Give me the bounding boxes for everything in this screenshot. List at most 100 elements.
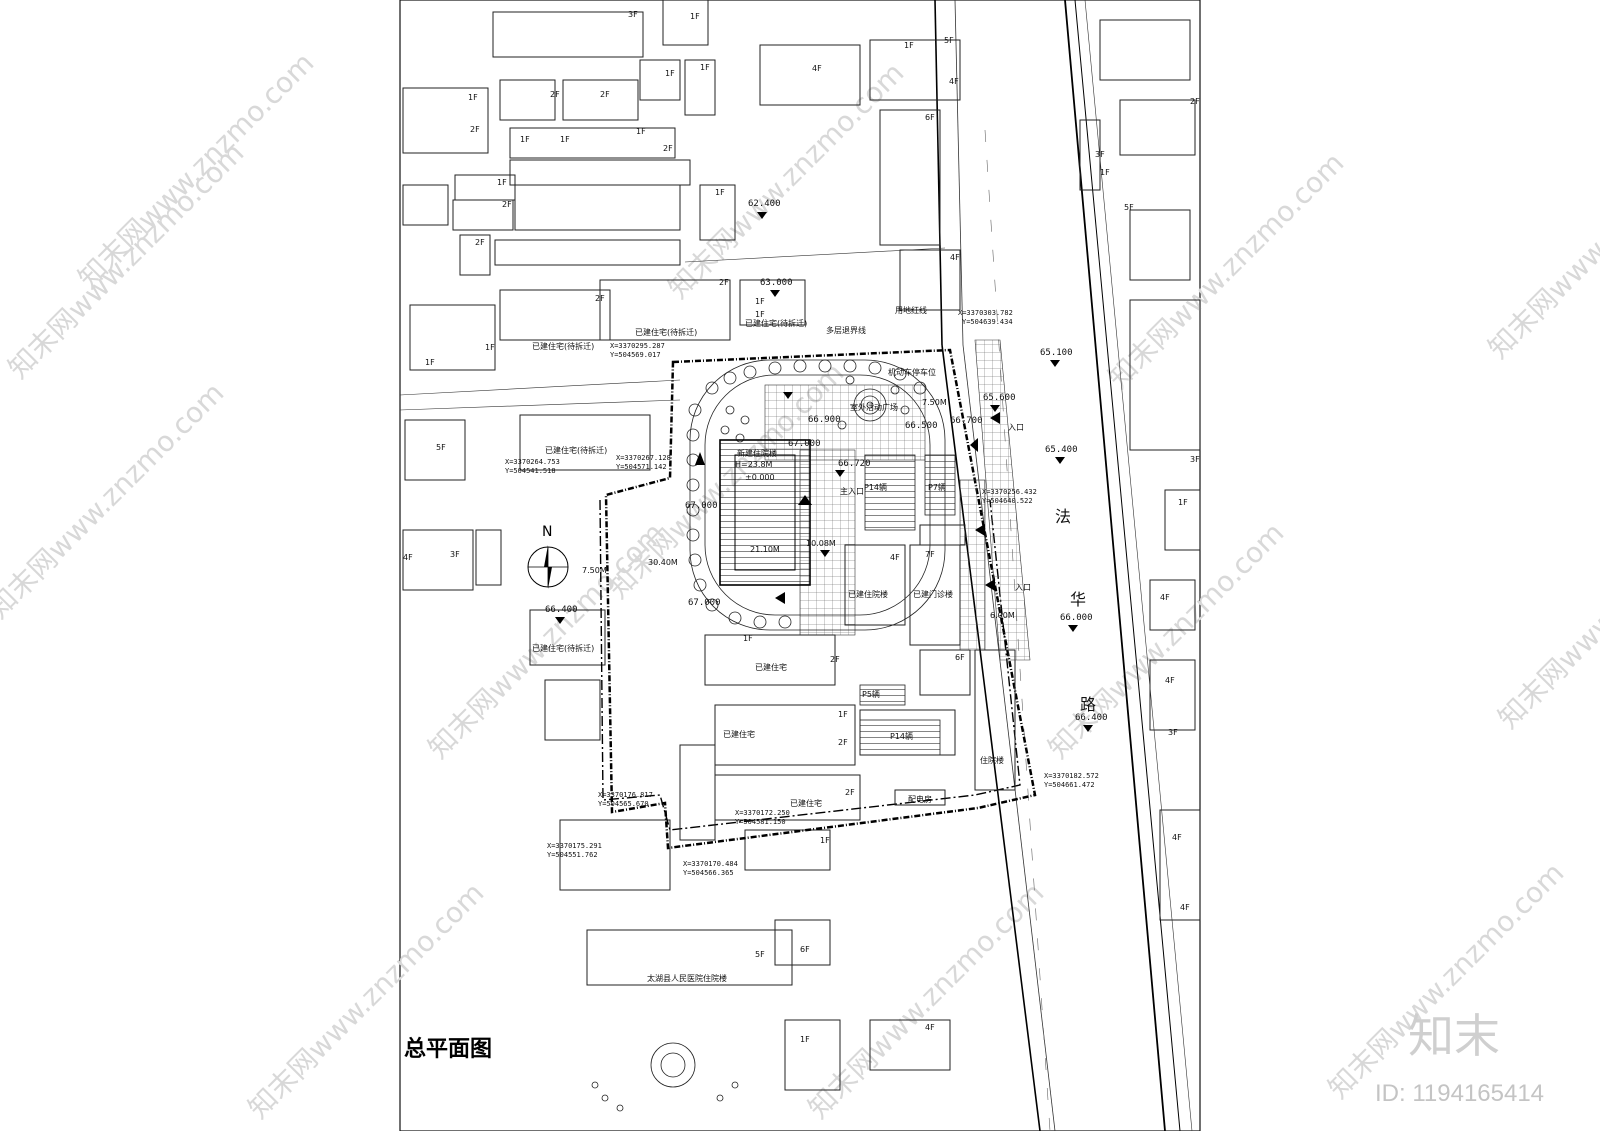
svg-text:已建住宅: 已建住宅 bbox=[790, 798, 822, 808]
svg-text:5F: 5F bbox=[755, 950, 765, 959]
coordinate-labels: X=3370303.782 Y=504639.434 X=3370295.287… bbox=[505, 309, 1099, 877]
svg-text:1F: 1F bbox=[560, 135, 570, 144]
svg-text:63.000: 63.000 bbox=[760, 278, 793, 288]
svg-text:7.50M: 7.50M bbox=[582, 566, 607, 575]
svg-text:2F: 2F bbox=[845, 788, 855, 797]
svg-text:X=3370176.817: X=3370176.817 bbox=[598, 791, 653, 799]
svg-text:5F: 5F bbox=[436, 443, 446, 452]
svg-text:用地红线: 用地红线 bbox=[895, 305, 927, 315]
svg-text:67.000: 67.000 bbox=[788, 439, 821, 449]
svg-text:6F: 6F bbox=[800, 945, 810, 954]
road-name-char: 路 bbox=[1080, 695, 1096, 714]
watermark-text: 知末网www.znzmo.com bbox=[662, 56, 911, 305]
svg-text:66.000: 66.000 bbox=[1060, 613, 1093, 623]
svg-text:已建住宅(待拆迁): 已建住宅(待拆迁) bbox=[635, 327, 697, 337]
svg-text:Y=504566.365: Y=504566.365 bbox=[683, 869, 734, 877]
svg-text:65.400: 65.400 bbox=[1045, 445, 1078, 455]
svg-text:4F: 4F bbox=[1180, 903, 1190, 912]
svg-text:Y=504571.142: Y=504571.142 bbox=[616, 463, 667, 471]
svg-text:66.400: 66.400 bbox=[545, 605, 578, 615]
svg-text:4F: 4F bbox=[403, 553, 413, 562]
svg-text:配电房: 配电房 bbox=[908, 794, 932, 804]
setback-line bbox=[599, 499, 1021, 831]
svg-text:X=3370267.128: X=3370267.128 bbox=[616, 454, 671, 462]
watermark-text: 知末网www.znzmo.com bbox=[1482, 116, 1600, 365]
svg-text:1F: 1F bbox=[820, 836, 830, 845]
svg-text:5F: 5F bbox=[944, 36, 954, 45]
svg-text:室外活动广场: 室外活动广场 bbox=[850, 402, 898, 412]
svg-text:已建住宅(待拆迁): 已建住宅(待拆迁) bbox=[532, 643, 594, 653]
svg-text:4F: 4F bbox=[1172, 833, 1182, 842]
svg-text:Y=504640.522: Y=504640.522 bbox=[982, 497, 1033, 505]
svg-text:P14辆: P14辆 bbox=[890, 731, 913, 741]
svg-text:1F: 1F bbox=[497, 178, 507, 187]
svg-text:65.100: 65.100 bbox=[1040, 348, 1073, 358]
elevation-markers: 62.400 63.000 65.100 65.600 65.400 66.00… bbox=[545, 199, 1108, 732]
existing-hospital-buildings bbox=[679, 454, 1016, 841]
svg-text:已建住院楼: 已建住院楼 bbox=[848, 589, 888, 599]
svg-text:Y=504661.472: Y=504661.472 bbox=[1044, 781, 1095, 789]
watermark-text: 知末网www.znzmo.com bbox=[242, 876, 491, 1125]
svg-text:1F: 1F bbox=[690, 12, 700, 21]
entrance-arrows bbox=[695, 412, 1000, 604]
svg-text:1F: 1F bbox=[485, 343, 495, 352]
sheet-frame bbox=[399, 0, 1201, 1131]
svg-text:7.50M: 7.50M bbox=[922, 398, 947, 407]
svg-text:2F: 2F bbox=[502, 200, 512, 209]
svg-text:1F: 1F bbox=[715, 188, 725, 197]
svg-text:入口: 入口 bbox=[1015, 583, 1031, 592]
svg-text:1F: 1F bbox=[468, 93, 478, 102]
svg-text:X=3370295.287: X=3370295.287 bbox=[610, 342, 665, 350]
svg-text:已建住宅(待拆迁): 已建住宅(待拆迁) bbox=[745, 318, 807, 328]
watermark-id: ID: 1194165414 bbox=[1375, 1080, 1544, 1107]
svg-text:4F: 4F bbox=[950, 253, 960, 262]
svg-text:1F: 1F bbox=[1178, 498, 1188, 507]
svg-text:X=3370256.432: X=3370256.432 bbox=[982, 488, 1037, 496]
svg-text:已建住宅(待拆迁): 已建住宅(待拆迁) bbox=[545, 445, 607, 455]
watermark-text: 知末网www.znzmo.com bbox=[72, 46, 321, 295]
svg-text:2F: 2F bbox=[830, 655, 840, 664]
watermark-text: 知末网www.znzmo.com bbox=[1492, 486, 1600, 735]
road-name-char: 法 bbox=[1055, 507, 1071, 526]
svg-text:X=3370182.572: X=3370182.572 bbox=[1044, 772, 1099, 780]
svg-text:3F: 3F bbox=[1095, 150, 1105, 159]
svg-text:机动车停车位: 机动车停车位 bbox=[888, 367, 936, 377]
svg-text:已建住宅: 已建住宅 bbox=[723, 729, 755, 739]
svg-text:1F: 1F bbox=[904, 41, 914, 50]
svg-text:1F: 1F bbox=[743, 634, 753, 643]
svg-text:1F: 1F bbox=[425, 358, 435, 367]
svg-text:Y=504565.670: Y=504565.670 bbox=[598, 800, 649, 808]
svg-text:1F: 1F bbox=[636, 127, 646, 136]
svg-text:X=3370170.484: X=3370170.484 bbox=[683, 860, 738, 868]
svg-text:2F: 2F bbox=[838, 738, 848, 747]
svg-text:66.500: 66.500 bbox=[905, 421, 938, 431]
svg-text:1F: 1F bbox=[520, 135, 530, 144]
svg-text:65.600: 65.600 bbox=[983, 393, 1016, 403]
svg-text:Y=504581.150: Y=504581.150 bbox=[735, 818, 786, 826]
svg-text:Y=504639.434: Y=504639.434 bbox=[962, 318, 1013, 326]
svg-text:2F: 2F bbox=[595, 294, 605, 303]
roundabout bbox=[591, 1042, 739, 1112]
svg-text:6.00M: 6.00M bbox=[990, 611, 1015, 620]
svg-text:P7辆: P7辆 bbox=[928, 482, 946, 492]
svg-text:4F: 4F bbox=[925, 1023, 935, 1032]
existing-buildings-north bbox=[399, 0, 1201, 1091]
svg-text:4F: 4F bbox=[890, 553, 900, 562]
svg-text:30.40M: 30.40M bbox=[648, 558, 678, 567]
svg-text:1F: 1F bbox=[755, 310, 765, 319]
svg-text:1F: 1F bbox=[800, 1035, 810, 1044]
svg-text:2F: 2F bbox=[719, 278, 729, 287]
svg-text:10.08M: 10.08M bbox=[806, 539, 836, 548]
svg-text:Y=504551.762: Y=504551.762 bbox=[547, 851, 598, 859]
svg-text:2F: 2F bbox=[550, 90, 560, 99]
site-red-line bbox=[604, 348, 1037, 850]
page-title: 总平面图 bbox=[404, 1036, 492, 1062]
road-name-char: 华 bbox=[1070, 590, 1086, 609]
svg-text:1F: 1F bbox=[1100, 168, 1110, 177]
svg-text:3F: 3F bbox=[1168, 728, 1178, 737]
svg-text:已建住宅: 已建住宅 bbox=[755, 662, 787, 672]
svg-text:多层退界线: 多层退界线 bbox=[826, 325, 866, 335]
svg-text:3F: 3F bbox=[450, 550, 460, 559]
svg-text:已建住宅(待拆迁): 已建住宅(待拆迁) bbox=[532, 341, 594, 351]
